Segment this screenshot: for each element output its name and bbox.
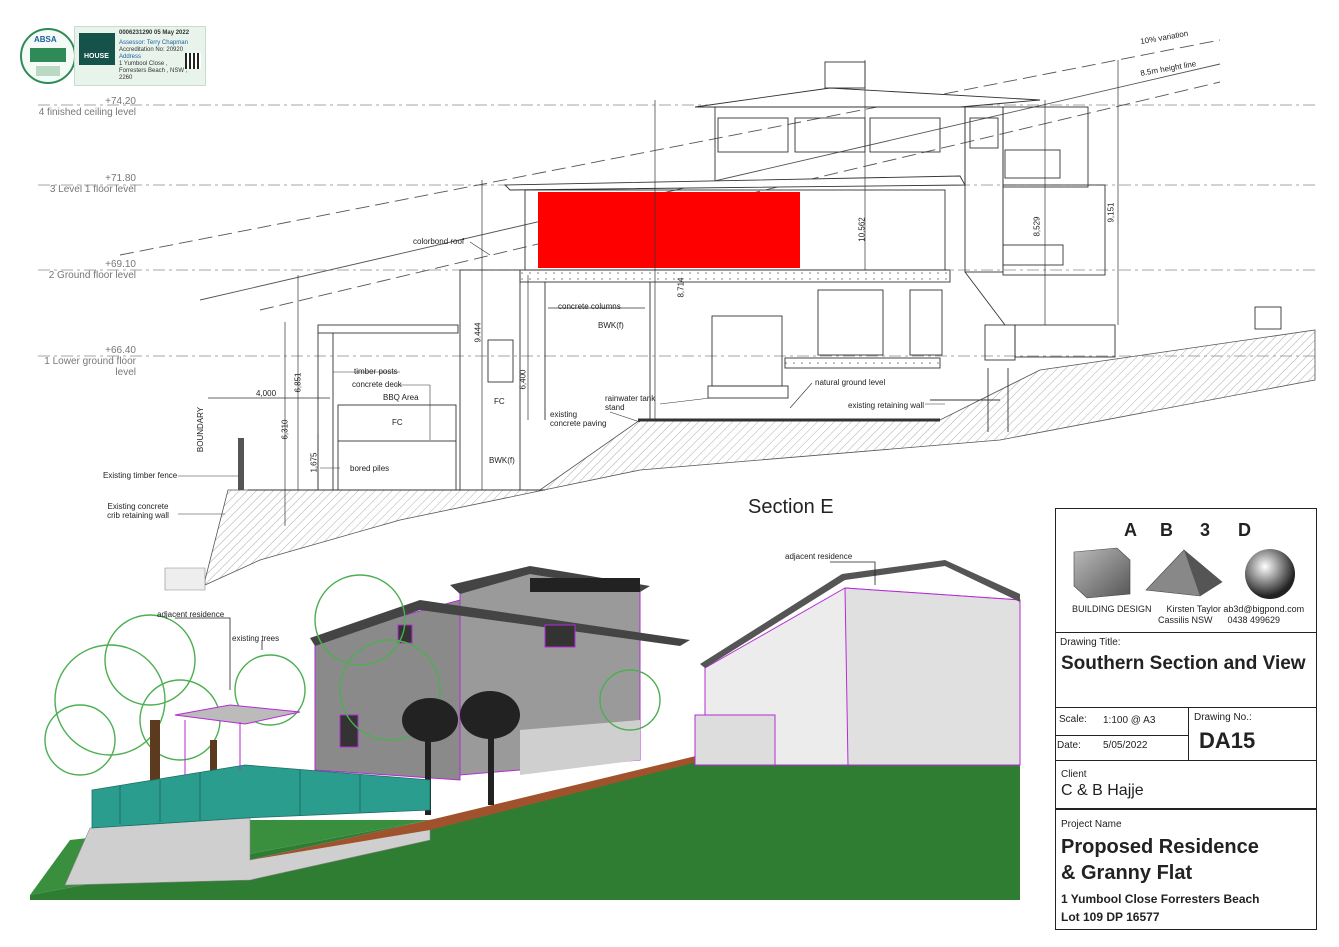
cube-icon (1073, 547, 1131, 599)
drawing-title-section: Drawing Title: Southern Section and View (1055, 632, 1317, 708)
logo-letter-a: A (1124, 520, 1137, 540)
level-ground: +69.10 2 Ground floor level (38, 259, 136, 281)
leader-lines (178, 241, 945, 515)
highlight-red-area (538, 192, 800, 268)
scale-date-section: Scale: 1:100 @ A3 Date: 5/05/2022 Drawin… (1055, 707, 1317, 761)
ann-existing-paving: existing concrete paving (550, 410, 607, 428)
level-lower-ground: +66.40 1 Lower ground floor level (38, 345, 136, 378)
main-house-3d (310, 566, 690, 781)
ann-existing-concrete-crib: Existing concrete crib retaining wall (107, 502, 169, 520)
teal-fence (91, 764, 431, 829)
ann-fc-deck: FC (392, 418, 403, 427)
level-ground-value: +69.10 (105, 259, 136, 270)
date-value: 5/05/2022 (1103, 740, 1148, 751)
company-line2: Cassilis NSW 0438 499629 (1158, 615, 1281, 625)
sphere-icon (1245, 549, 1295, 599)
project-line2: & Granny Flat (1061, 862, 1193, 884)
ann-existing-retaining: existing retaining wall (848, 401, 925, 410)
level-ground-name: 2 Ground floor level (48, 270, 136, 281)
date-label: Date: (1057, 740, 1081, 751)
drawing-title: Southern Section and View (1061, 653, 1306, 674)
qr-code-icon (185, 53, 201, 69)
drawing-no: DA15 (1199, 728, 1256, 753)
dimension-lines (208, 60, 1119, 526)
ann-bbq-area: BBQ Area (383, 393, 419, 402)
level-lower-value: +66.40 (105, 345, 136, 356)
certificate-assessor: Assessor: Terry Chapman (119, 40, 188, 46)
pergola (174, 704, 301, 775)
company-line1: BUILDING DESIGN Kirsten Taylor ab3d@bigp… (1072, 604, 1305, 614)
ann-existing-timber-fence: Existing timber fence (103, 471, 178, 480)
ann-adjacent-residence-left: adjacent residence (157, 610, 225, 619)
logo-letter-b: B (1160, 520, 1173, 540)
ann-bored-piles: bored piles (350, 464, 390, 473)
ann-fc-wall: FC (494, 397, 505, 406)
project-label: Project Name (1061, 819, 1122, 830)
level-floor1-name: 3 Level 1 floor level (49, 184, 136, 195)
ann-bwk-upper: BWK(f) (598, 321, 624, 330)
project-lot: Lot 109 DP 16577 (1061, 910, 1160, 924)
certificate-number: 0006231290 05 May 2022 (119, 30, 190, 36)
height-line-10pc (119, 39, 1221, 256)
ann-existing-trees: existing trees (232, 634, 280, 643)
logo-letter-d: D (1238, 520, 1251, 540)
level-floor1-value: +71.80 (105, 173, 136, 184)
house-label: HOUSE (84, 53, 109, 60)
adjacent-residence-right (694, 560, 1021, 766)
ann-concrete-columns: concrete columns (558, 302, 621, 311)
absa-logo-icon: ABSA (20, 28, 76, 84)
timber-fence (238, 438, 244, 490)
certificate-accreditation: Accreditation No: 20920 (119, 47, 184, 53)
scale-label: Scale: (1059, 714, 1087, 725)
section-title: Section E (748, 496, 834, 518)
level-ceiling-name: 4 finished ceiling level (38, 107, 136, 118)
ann-rainwater-tank: rainwater tank stand (605, 394, 656, 412)
ann-adjacent-residence-right: adjacent residence (785, 552, 853, 561)
level-ceiling: +74.20 4 finished ceiling level (38, 96, 136, 118)
ann-concrete-deck: concrete deck (352, 380, 402, 389)
client-label: Client (1061, 769, 1087, 780)
level-ceiling-value: +74.20 (105, 96, 136, 107)
project-address: 1 Yumbool Close Forresters Beach (1061, 892, 1260, 906)
client-name: C & B Hajje (1061, 782, 1144, 799)
house-logo-icon: HOUSE (79, 33, 115, 65)
absa-label: ABSA (34, 35, 57, 44)
logo-shapes-icon (1073, 547, 1295, 599)
project-line1: Proposed Residence (1061, 836, 1259, 858)
ann-natural-ground: natural ground level (815, 378, 886, 387)
dim-4000: 4,000 (256, 389, 277, 398)
ab3d-logo: A B 3 D BUILDING DESIGN Kirsten Taylor a… (1062, 516, 1312, 631)
ann-bwk-lower: BWK(f) (489, 456, 515, 465)
certificate-address: 1 Yumbool Close , Forresters Beach , NSW… (119, 61, 188, 81)
client-section: Client C & B Hajje (1055, 760, 1317, 809)
level-lower-name: 1 Lower ground floor level (44, 356, 136, 378)
main-building-section (459, 61, 1282, 491)
project-section: Project Name Proposed Residence & Granny… (1055, 808, 1317, 932)
drawing-no-label: Drawing No.: (1194, 712, 1252, 723)
logo-letter-3: 3 (1200, 520, 1211, 540)
absa-certificate-badge: ABSA HOUSE 0006231290 05 May 2022 Assess… (18, 26, 206, 86)
certificate-panel: HOUSE 0006231290 05 May 2022 Assessor: T… (74, 26, 206, 86)
certificate-address-label: Address (119, 54, 142, 60)
ann-timber-posts: timber posts (354, 367, 398, 376)
drawing-title-label: Drawing Title: (1060, 637, 1121, 648)
existing-trees (44, 574, 661, 776)
level-floor1: +71.80 3 Level 1 floor level (38, 173, 136, 195)
palm-trees (402, 691, 520, 815)
ann-colorbond-roof: colorbond roof (413, 237, 465, 246)
scale-value: 1:100 @ A3 (1103, 715, 1156, 726)
